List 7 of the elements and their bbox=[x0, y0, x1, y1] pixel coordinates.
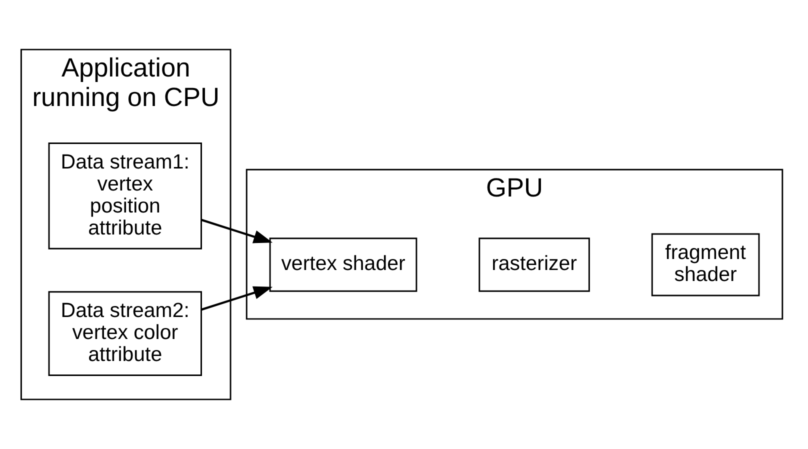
node-box: rasterizer bbox=[478, 238, 590, 292]
node-box: Data stream2: vertex color attribute bbox=[48, 291, 202, 376]
node-box: fragment shader bbox=[651, 233, 760, 296]
arrow bbox=[200, 218, 273, 244]
arrow bbox=[200, 286, 273, 311]
node-box: vertex shader bbox=[269, 238, 418, 292]
node-box: Data stream1: vertex position attribute bbox=[48, 142, 202, 250]
